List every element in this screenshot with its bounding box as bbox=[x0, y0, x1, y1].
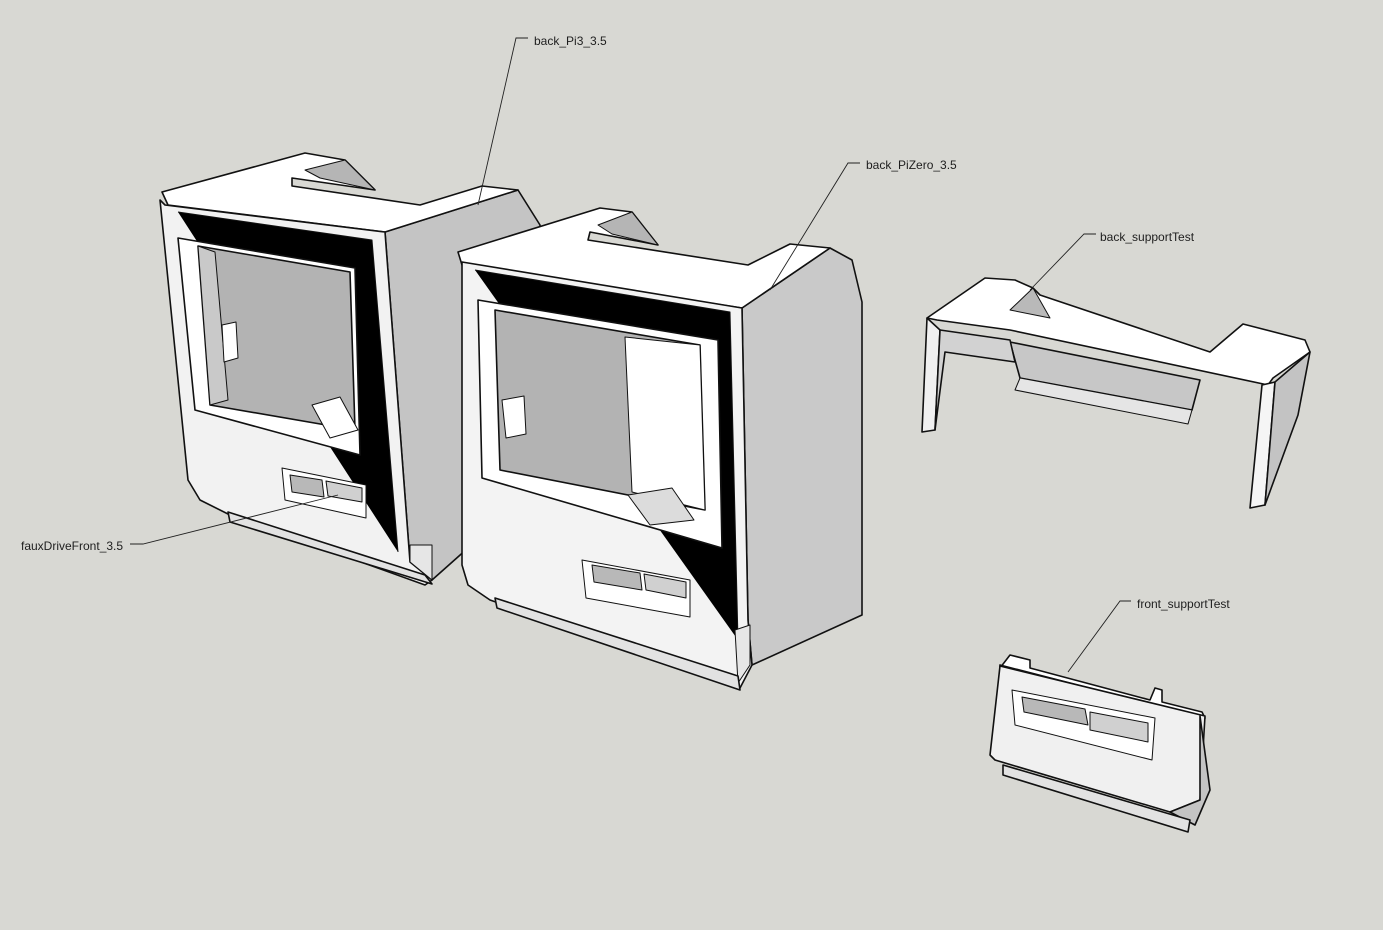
back-pizero-model[interactable] bbox=[457, 207, 863, 691]
back-pi3-model[interactable] bbox=[159, 152, 541, 586]
label-front-support: front_supportTest bbox=[1137, 597, 1230, 611]
back-support-model[interactable] bbox=[921, 277, 1311, 509]
label-back-support: back_supportTest bbox=[1100, 230, 1195, 244]
label-back-pi3: back_Pi3_3.5 bbox=[534, 34, 607, 48]
front-support-model[interactable] bbox=[989, 654, 1211, 833]
label-back-pizero: back_PiZero_3.5 bbox=[866, 158, 957, 172]
label-faux-drive: fauxDriveFront_3.5 bbox=[21, 539, 123, 553]
